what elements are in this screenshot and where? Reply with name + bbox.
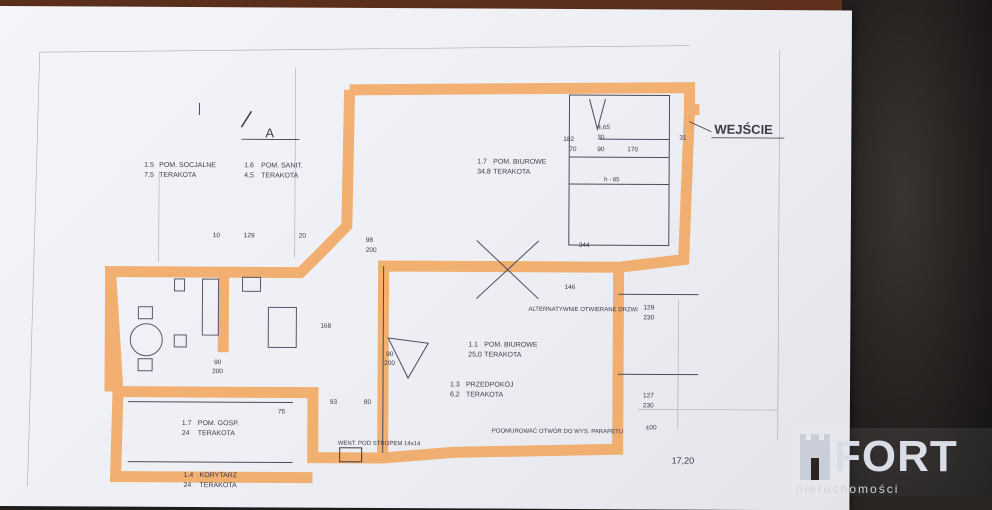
dimension: 200 <box>366 247 377 254</box>
room-label: POM. SOCJALNE <box>159 162 216 169</box>
dimension: 170 <box>627 146 638 153</box>
room-label: POM. BIUROWE <box>493 159 547 166</box>
dimension: 200 <box>384 360 395 367</box>
dimension: 168 <box>320 323 331 330</box>
room-label: TERAKOTA <box>261 172 299 179</box>
note-doors: ALTERNATYWNIE OTWIERANE DRZWI <box>528 307 638 314</box>
dimension: 182 <box>563 136 574 143</box>
dimension: 230 <box>643 402 654 409</box>
dimension: 90 <box>386 351 394 358</box>
note-opening: POOMUROWAĆ OTWÓR DO WYS. PARAPETU <box>492 428 623 436</box>
room-label: 1.4 <box>184 472 194 479</box>
dimension: 30 <box>597 134 605 141</box>
dark-background <box>842 0 992 496</box>
fort-logo: FORT nieruchomości <box>792 428 992 496</box>
room-label: TERAKOTA <box>493 169 531 176</box>
logo-word: FORT <box>834 432 958 482</box>
logo-subtitle: nieruchomości <box>796 482 899 496</box>
dimension: 80 <box>364 399 372 406</box>
dimension: 129 <box>643 304 654 311</box>
dimension: 70 <box>569 146 577 153</box>
room-label: KORYTARZ <box>200 472 238 479</box>
dimension: 17,20 <box>672 456 695 466</box>
room-label: 7,5 <box>144 172 154 179</box>
room-label: TERAKOTA <box>484 352 522 359</box>
svg-text:A: A <box>265 125 274 140</box>
dimension: 98 <box>366 237 374 244</box>
floor-plan-sheet: A WEJŚCIE 1.5 POM. SOCJALNE 7,5 TERAKOTA… <box>0 6 852 510</box>
room-label: 1.6 <box>244 162 254 169</box>
scale-note: h - 85 <box>604 177 620 183</box>
dimension: 10 <box>213 232 221 239</box>
room-label: TERAKOTA <box>199 482 237 489</box>
dimension: 90 <box>597 146 605 153</box>
room-label: 4,5 <box>244 172 254 179</box>
north-marker: A <box>241 111 299 140</box>
note-vent: WENT. POD STROPEM 14x14 <box>338 441 421 447</box>
room-label: 34,8 <box>477 169 491 176</box>
room-label: 1.1 <box>468 341 478 348</box>
dimension: 129 <box>244 232 255 239</box>
dimension: 4,65 <box>597 124 610 131</box>
room-label: 24 <box>182 430 190 437</box>
room-label: TERAKOTA <box>159 172 197 179</box>
room-label: 25,0 <box>468 351 482 358</box>
dimension: 344 <box>579 242 590 249</box>
room-label: POM. GOSP. <box>198 420 239 427</box>
dimension: 20 <box>299 233 307 240</box>
dimension: 31 <box>679 135 687 142</box>
dimension: 146 <box>565 284 576 291</box>
dimension: 93 <box>330 399 338 406</box>
floor-plan-drawing: A WEJŚCIE 1.5 POM. SOCJALNE 7,5 TERAKOTA… <box>0 6 852 510</box>
room-label: 6,2 <box>450 391 460 398</box>
room-label: PRZEDPOKÓJ <box>466 379 513 388</box>
furniture <box>130 277 296 372</box>
room-label: 24 <box>183 482 191 489</box>
room-label: TERAKOTA <box>198 430 236 437</box>
dimension: 200 <box>212 368 223 375</box>
room-label: 1.5 <box>144 162 154 169</box>
room-label: 1.7 <box>477 159 487 166</box>
room-label: 1.7 <box>182 420 192 427</box>
dimension: 127 <box>643 392 654 399</box>
dimension: ±00 <box>646 424 657 431</box>
dimension: 90 <box>214 359 222 366</box>
room-label: POM. BIUROWE <box>484 342 538 349</box>
entrance-label: WEJŚCIE <box>714 122 773 137</box>
dimension: 75 <box>278 408 286 415</box>
room-label: POM. SANIT. <box>261 162 303 169</box>
room-label: TERAKOTA <box>466 391 504 398</box>
tower-icon <box>798 434 832 480</box>
dimension: 230 <box>643 314 654 321</box>
room-label: 1.3 <box>450 381 460 388</box>
